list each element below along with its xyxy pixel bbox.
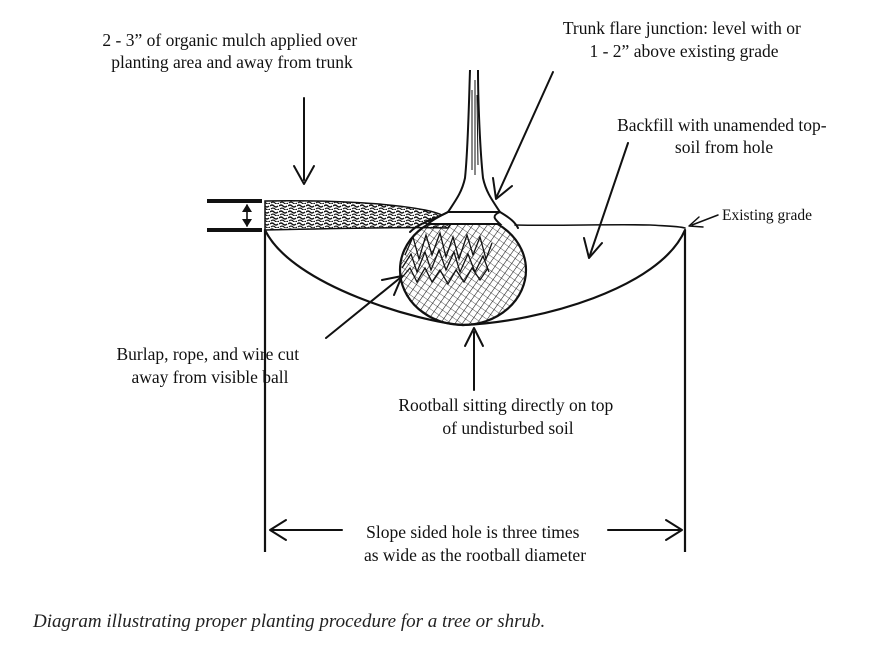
label-hole-width: Slope sided hole is three times as wide … [364, 522, 586, 565]
trunk-flare-pointer-arrow [492, 71, 554, 200]
width-arrowhead-right [665, 519, 683, 541]
mulch-depth-arrowhead-down [242, 219, 252, 227]
rootball-pointer-arrow [464, 327, 484, 391]
rootball [398, 213, 528, 327]
tree-trunk [446, 69, 502, 213]
label-existing-grade: Existing grade [722, 207, 812, 224]
trunk-bark-texture [471, 80, 479, 175]
label-trunk-flare: Trunk flare junction: level with or 1 - … [563, 18, 805, 61]
mulch-pointer-arrow [293, 97, 315, 185]
backfill-pointer-arrow [583, 142, 629, 259]
rootball-roots-texture [400, 230, 493, 286]
width-arrowhead-left [269, 519, 287, 541]
existing-grade-pointer-arrow [688, 214, 719, 228]
label-rootball: Rootball sitting directly on top of undi… [398, 395, 617, 438]
label-burlap: Burlap, rope, and wire cut away from vis… [116, 344, 303, 387]
existing-grade-line [514, 223, 686, 229]
burlap-pointer-arrow [325, 275, 403, 339]
label-mulch: 2 - 3” of organic mulch applied over pla… [102, 30, 361, 72]
label-backfill: Backfill with unamended top- soil from h… [617, 115, 831, 157]
diagram-caption: Diagram illustrating proper planting pro… [32, 611, 545, 632]
mulch-depth-arrowhead-up [242, 204, 252, 212]
